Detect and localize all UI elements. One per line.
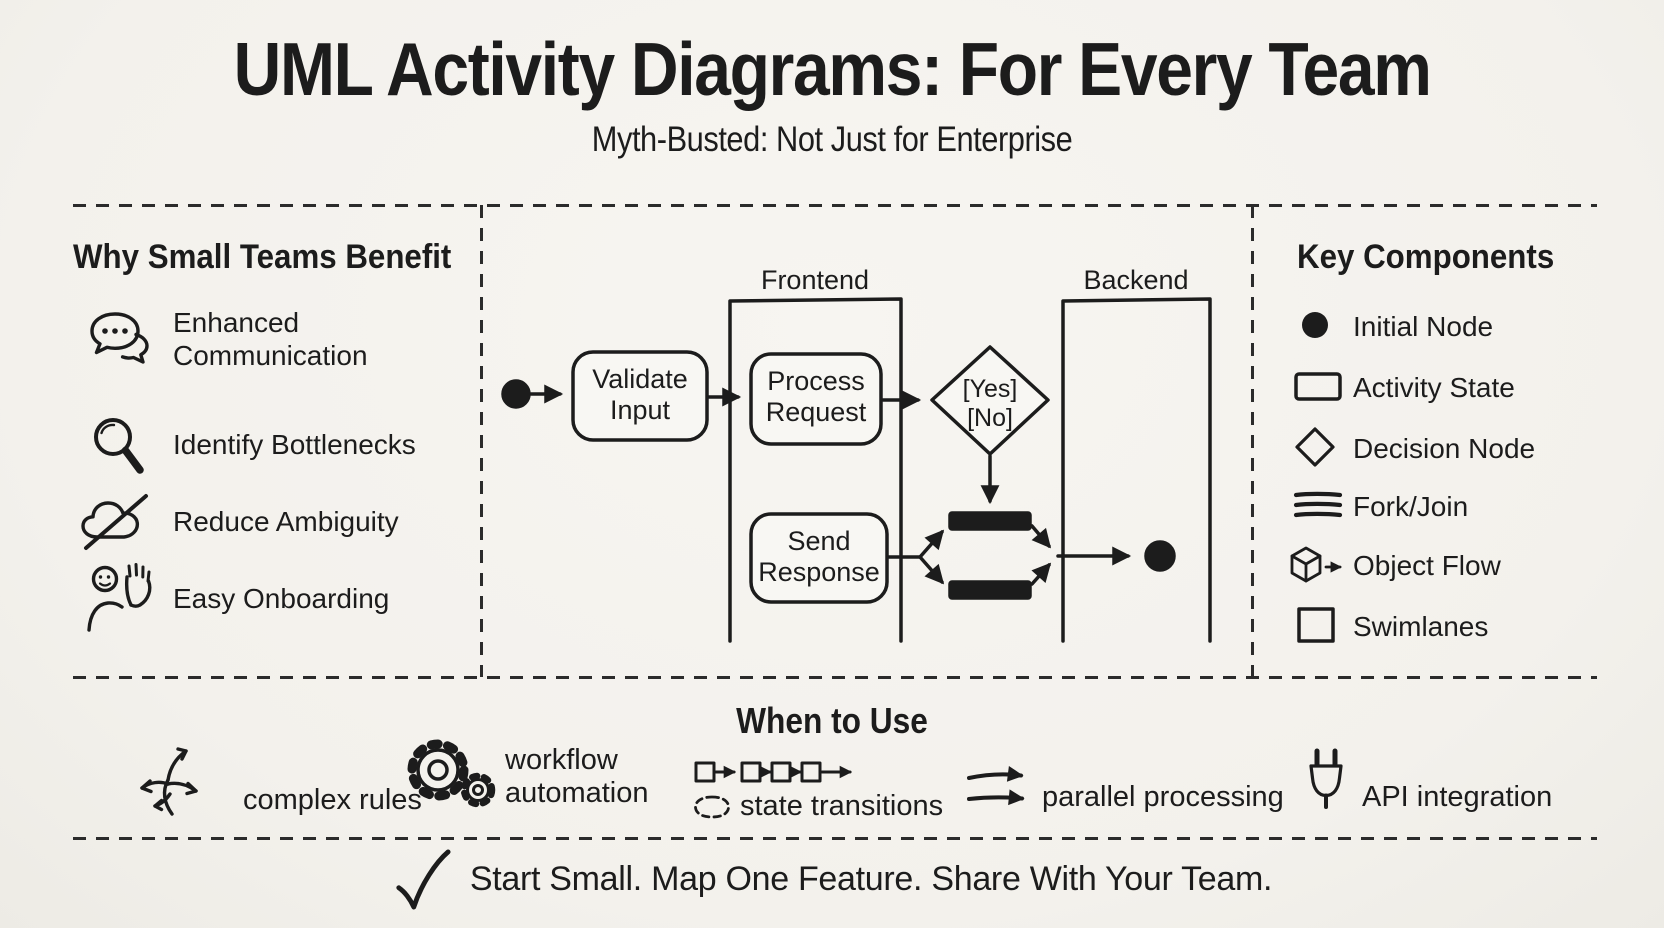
components-heading: Key Components (1297, 238, 1555, 276)
decision-node-icon (1295, 427, 1335, 467)
divider-top (73, 204, 1597, 207)
component-label-object-flow: Object Flow (1353, 550, 1501, 581)
use-label-workflow-automation: workflow automation (505, 744, 649, 809)
footer: Start Small. Map One Feature. Share With… (0, 846, 1664, 912)
divider-left-vertical (480, 205, 483, 677)
send-response-label-line2: Response (758, 557, 880, 587)
benefit-label-identify-bottlenecks: Identify Bottlenecks (173, 429, 416, 460)
frontend-swimlane (728, 297, 903, 643)
divider-bottom (73, 837, 1597, 840)
send-response-label-line1: Send (787, 526, 850, 556)
initial-node-icon (1300, 310, 1330, 340)
footer-message: Start Small. Map One Feature. Share With… (469, 859, 1273, 898)
process-request-label-line1: Process (767, 366, 865, 396)
decision-diamond (930, 345, 1050, 456)
send-response-box (749, 512, 889, 604)
decision-yes-label: [Yes] (963, 375, 1018, 403)
backend-swimlane (1061, 297, 1212, 643)
divider-middle (73, 676, 1597, 679)
state-blob-icon (693, 794, 731, 820)
cloud-slash-icon (78, 490, 154, 554)
benefit-label-enhanced-communication: Enhanced Communication (173, 307, 368, 371)
waving-person-icon (82, 560, 162, 632)
parallel-arrows-icon (966, 765, 1032, 812)
initial-node (501, 379, 531, 409)
benefit-label-easy-onboarding: Easy Onboarding (173, 583, 390, 614)
object-flow-icon (1288, 543, 1348, 587)
frontend-lane-label: Frontend (761, 265, 869, 295)
divider-right-vertical (1251, 205, 1254, 677)
process-request-label-line2: Request (766, 397, 867, 427)
use-label-state-transitions: state transitions (740, 790, 944, 822)
benefits-heading: Why Small Teams Benefit (73, 238, 452, 276)
state-boxes-icon (694, 760, 856, 784)
fork-join-icon (1293, 490, 1343, 520)
use-label-parallel-processing: parallel processing (1042, 781, 1284, 813)
activity-diagram: Frontend Backend Validate Input Process … (501, 265, 1212, 643)
component-label-activity-state: Activity State (1353, 372, 1515, 403)
checkmark-icon (392, 848, 452, 910)
swimlanes-icon (1296, 607, 1336, 643)
plug-icon (1303, 748, 1349, 812)
backend-lane-label: Backend (1083, 265, 1188, 295)
component-label-initial-node: Initial Node (1353, 311, 1494, 342)
use-label-complex-rules: complex rules (243, 784, 422, 816)
benefit-label-reduce-ambiguity: Reduce Ambiguity (173, 506, 399, 537)
process-request-box (749, 352, 883, 446)
fork-bar-bottom (948, 580, 1032, 600)
validate-input-box (571, 350, 709, 442)
page-title: UML Activity Diagrams: For Every Team (233, 27, 1431, 111)
chat-bubbles-icon (86, 310, 152, 372)
gears-icon (402, 734, 498, 810)
component-label-fork-join: Fork/Join (1353, 491, 1469, 522)
when-to-use-heading: When to Use (736, 700, 928, 741)
component-label-swimlanes: Swimlanes (1353, 611, 1489, 642)
validate-input-label-line1: Validate (592, 364, 688, 394)
activity-state-icon (1294, 371, 1342, 401)
fork-bar-top (948, 511, 1032, 531)
decision-no-label: [No] (967, 404, 1013, 432)
component-label-decision-node: Decision Node (1353, 433, 1536, 464)
use-label-api-integration: API integration (1362, 781, 1553, 813)
magnifier-icon (88, 414, 148, 476)
final-node (1144, 540, 1176, 572)
page-subtitle: Myth-Busted: Not Just for Enterprise (591, 120, 1073, 159)
branch-arrows-icon (128, 736, 212, 816)
validate-input-label-line2: Input (610, 395, 671, 425)
